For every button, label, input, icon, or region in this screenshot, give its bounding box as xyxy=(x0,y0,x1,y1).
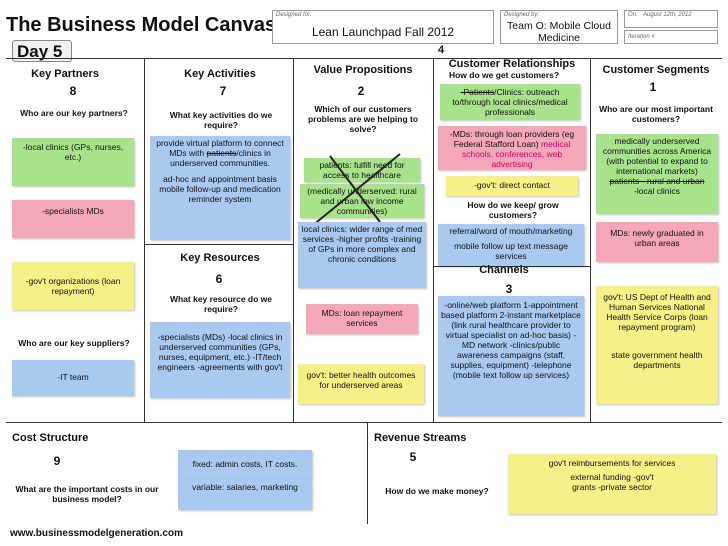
customer-segments-question: Who are our most important customers? xyxy=(599,104,713,124)
segments-note-underserved-text: medically underserved communities across… xyxy=(602,136,712,176)
revenue-streams-question: How do we make money? xyxy=(385,486,489,496)
iteration-box: Iteration # xyxy=(624,30,718,44)
designed-for-value: Lean Launchpad Fall 2012 xyxy=(311,25,455,39)
partners-note-gov: -gov't organizations (loan repayment) xyxy=(12,262,134,310)
customer-segments-title: Customer Segments xyxy=(602,64,710,76)
customer-relationships-title: Customer Relationships xyxy=(448,58,576,70)
bottom-divider xyxy=(6,422,722,423)
cost-structure-title: Cost Structure xyxy=(12,432,89,444)
relationships-note-strike: -Patients xyxy=(460,87,495,97)
value-note-clinics: local clinics: wider range of med servic… xyxy=(298,222,426,288)
segments-note-gov-text: gov't: US Dept of Health and Human Servi… xyxy=(603,292,711,332)
customer-relationships-question: How do we get customers? xyxy=(448,70,560,80)
cost-note-variable: variable: salaries, marketing xyxy=(178,480,312,510)
segments-note-clinics: -local clinics xyxy=(634,186,680,196)
relationships-note-mobile-text: mobile follow up text message services xyxy=(454,241,568,261)
activities-note-strike: patients xyxy=(206,148,237,158)
revenue-streams-title: Revenue Streams xyxy=(374,432,467,444)
relationships-note-outreach-text: /Clinics: outreach to/through local clin… xyxy=(452,87,568,117)
cost-note-fixed: fixed: admin costs, IT costs. xyxy=(178,450,312,480)
key-resources-number: 6 xyxy=(215,272,223,286)
relationships-note-outreach: -Patients/Clinics: outreach to/through l… xyxy=(440,84,580,120)
value-propositions-title: Value Propositions xyxy=(313,64,413,76)
resources-note: -specialists (MDs) -local clinics in und… xyxy=(150,322,290,398)
value-propositions-number: 2 xyxy=(357,84,365,98)
activities-note-platform: provide virtual platform to connect MDs … xyxy=(150,136,290,240)
relationships-note-mds: -MDs: through loan providers (eg Federal… xyxy=(438,126,586,170)
revenue-note-reimbursements: gov't reimbursements for services extern… xyxy=(508,454,716,514)
date-box: On: August 12th, 2012 xyxy=(624,10,718,28)
activities-note-platform-text2: /clinics in underserved communities. xyxy=(170,148,271,168)
relationships-channels-divider xyxy=(433,266,590,267)
relationships-note-mds-text: -MDs: through loan providers (eg Federal… xyxy=(449,129,575,149)
partners-note-specialists: -specialists MDs xyxy=(12,200,134,238)
value-propositions-question: Which of our customers problems are we h… xyxy=(307,104,419,134)
channels-number: 3 xyxy=(505,282,513,296)
revenue-streams-number: 5 xyxy=(409,450,417,464)
canvas-top-border xyxy=(6,58,722,59)
channels-note: -online/web platform 1-appointment based… xyxy=(438,296,584,416)
segments-note-strike: patients - rural and urban xyxy=(609,176,705,186)
designed-by-value: Team O: Mobile Cloud Medicine xyxy=(507,20,611,44)
activities-note-platform-text: provide virtual platform to connect MDs … xyxy=(156,138,284,158)
activities-resources-divider xyxy=(144,244,293,245)
segments-note-underserved: medically underserved communities across… xyxy=(596,134,718,214)
day-badge: Day 5 xyxy=(12,40,72,62)
key-resources-title: Key Resources xyxy=(180,252,260,264)
date-label: On: xyxy=(628,12,638,18)
customer-segments-number: 1 xyxy=(649,80,657,94)
footer-url: www.businessmodelgeneration.com xyxy=(10,528,183,539)
segments-note-state-text: state government health departments xyxy=(611,350,703,370)
cost-structure-question: What are the important costs in our busi… xyxy=(15,484,159,504)
key-activities-question: What key activities do we require? xyxy=(169,110,273,130)
value-note-patients: patients: fulfill need for access to hea… xyxy=(304,158,420,182)
relationships-note-mds-channels: medical schools, conferences, web advert… xyxy=(461,139,571,169)
partners-note-clinics: -local clinics (GPs, nurses, etc.) xyxy=(12,138,134,186)
designed-for-label: Designed for: xyxy=(276,12,312,18)
key-partners-question: Who are our key partners? xyxy=(20,108,128,118)
key-partners-number: 8 xyxy=(69,84,77,98)
cost-revenue-divider xyxy=(367,422,368,524)
canvas-title: The Business Model Canvas xyxy=(6,14,277,36)
activities-note-followup: ad-hoc and appointment basis mobile foll… xyxy=(159,174,281,204)
divider-1 xyxy=(144,58,145,422)
revenue-note-funding-text: external funding -gov't grants -private … xyxy=(570,472,654,492)
relationships-note-referral: referral/word of mouth/marketing mobile … xyxy=(438,224,584,266)
key-activities-title: Key Activities xyxy=(184,68,256,80)
relationships-note-referral-text: referral/word of mouth/marketing xyxy=(449,226,573,236)
customer-keep-question: How do we keep/ grow customers? xyxy=(467,200,559,220)
date-value: August 12th, 2012 xyxy=(643,12,692,18)
segments-note-gov: gov't: US Dept of Health and Human Servi… xyxy=(596,286,718,404)
divider-3 xyxy=(433,58,434,422)
cost-structure-number: 9 xyxy=(53,454,61,468)
designed-for-box: Designed for: Lean Launchpad Fall 2012 xyxy=(272,10,494,44)
value-cross-out-mark xyxy=(311,153,401,227)
key-activities-number: 7 xyxy=(219,84,227,98)
value-note-gov: gov't: better health outcomes for unders… xyxy=(298,364,424,404)
value-note-underserved: (medically underserved: rural and urban … xyxy=(300,184,424,218)
revenue-note-reimbursements-text: gov't reimbursements for services xyxy=(548,458,676,468)
partners-note-it-team: -IT team xyxy=(12,360,134,396)
designed-by-label: Designed by: xyxy=(504,12,540,18)
relationships-note-gov: -gov't: direct contact xyxy=(446,176,578,196)
iteration-label: Iteration # xyxy=(628,34,655,40)
value-note-mds: MDs: loan repayment services xyxy=(306,304,418,334)
key-partners-title: Key Partners xyxy=(31,68,99,80)
segments-note-mds: MDs: newly graduated in urban areas xyxy=(596,222,718,262)
divider-2 xyxy=(293,58,294,422)
channels-title: Channels xyxy=(479,264,529,276)
key-resources-question: What key resource do we require? xyxy=(169,294,273,314)
iteration-number: 4 xyxy=(438,44,445,56)
divider-4 xyxy=(590,58,591,422)
designed-by-box: Designed by: Team O: Mobile Cloud Medici… xyxy=(500,10,618,44)
key-suppliers-question: Who are our key suppliers? xyxy=(18,338,130,348)
